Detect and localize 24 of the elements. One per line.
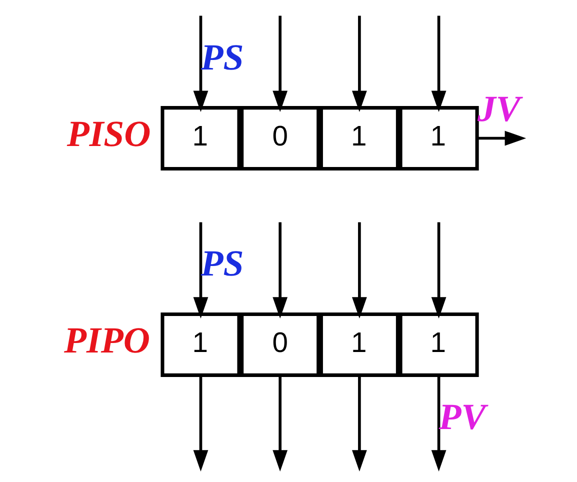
arrow	[352, 222, 367, 318]
arrow	[272, 15, 288, 112]
node-box: 1	[160, 312, 241, 376]
arrow	[193, 375, 208, 471]
arrow	[431, 375, 446, 471]
label: PISO	[66, 112, 151, 154]
node-box: 1	[398, 106, 479, 170]
arrow	[431, 222, 446, 318]
arrow	[352, 15, 367, 112]
node-box: 1	[319, 106, 400, 170]
arrow	[477, 130, 526, 146]
node-box: 0	[240, 312, 320, 376]
arrow	[431, 15, 446, 112]
arrow	[193, 15, 208, 112]
node-box: 1	[160, 106, 241, 170]
label: PIPO	[64, 318, 150, 360]
edge-label: JV	[478, 87, 520, 128]
node-box: 1	[319, 312, 400, 376]
arrow	[272, 222, 288, 318]
node-box: 1	[398, 312, 479, 376]
arrow	[272, 375, 288, 471]
arrow	[193, 222, 208, 318]
arrow	[352, 375, 367, 471]
node-box: 0	[240, 106, 320, 170]
